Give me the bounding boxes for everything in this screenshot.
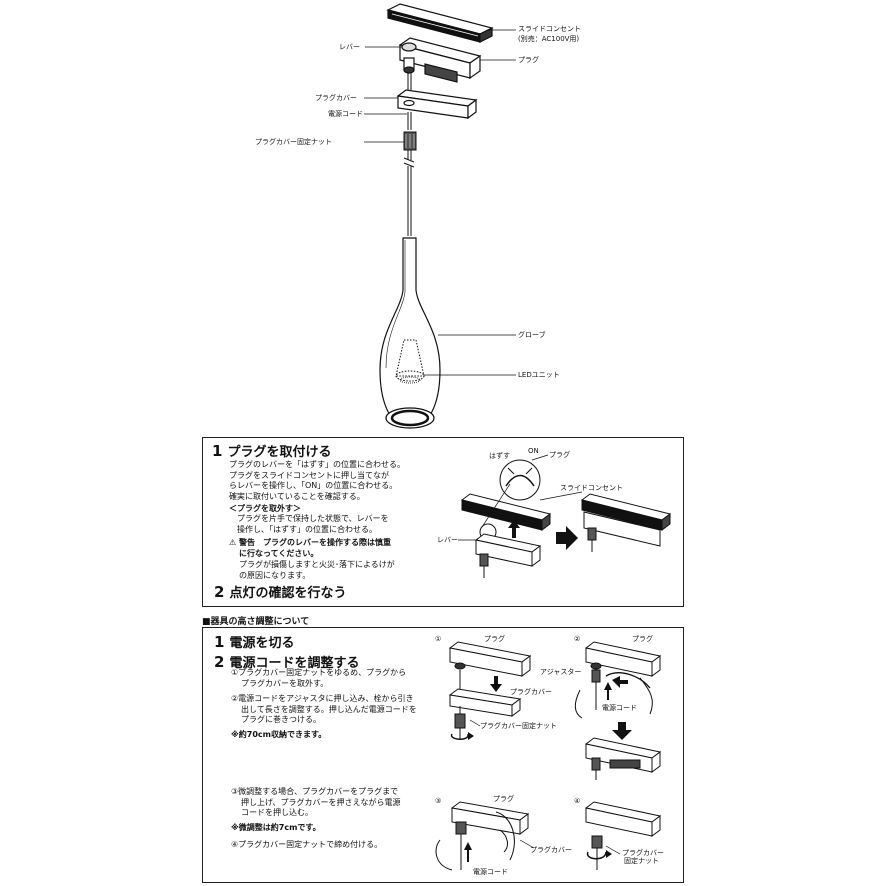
fig1-label-plug: プラグ [484,635,505,643]
fig-num-4: ④ [574,797,581,805]
step1-heading: 1 プラグを取付ける [212,442,332,460]
label-power-cord: 電源コード [328,110,363,118]
fig-num-1: ① [435,635,442,643]
fig-label-hazusu: はずす [489,452,510,460]
label-plug: プラグ [518,56,539,64]
remove-title: ＜プラグを取外す＞ [229,504,301,513]
plug-shape [398,37,482,83]
fig4-label-nut-1: プラグカバー [622,849,664,857]
step1-text: プラグのレバーを「はずす」の位置に合わせる。 プラグをスライドコンセントに押し当… [229,460,405,501]
warning-detail: プラグが損傷しますと火災･落下によるけが の原因になります。 [239,560,395,580]
label-lever: レバー [339,43,360,51]
pendant-exploded-diagram [364,3,516,429]
globe-shape [379,237,441,429]
fig3-label-plug: プラグ [493,795,514,803]
s2-item1: ①プラグカバー固定ナットをゆるめ、プラグから プラグカバーを取外す。 [231,668,407,688]
s2-step1-heading: 1 電源を切る [214,633,295,651]
label-plug-cover: プラグカバー [315,94,357,102]
label-slide-outlet-note: (別売：AC100V用) [518,35,580,43]
fig-label-plug: プラグ [549,451,570,459]
fig-label-lever: レバー [437,536,458,544]
label-plug-cover-nut: プラグカバー固定ナット [255,138,332,146]
step2-heading: 2 点灯の確認を行なう [214,583,347,601]
s2-note1: ※約70cm収納できます。 [231,730,327,739]
fig-num-2: ② [574,635,581,643]
s2-note2: ※微調整は約7cmです。 [231,823,321,832]
fig3-label-plug-cover: プラグカバー [530,846,572,854]
fig-label-slide-outlet: スライドコンセント [560,484,623,492]
fig1-label-plug-cover: プラグカバー [510,688,552,696]
fig2-label-power-cord: 電源コード [602,704,637,712]
plug-cover-nut-shape [403,131,417,151]
warning-text: ⚠ 警告 プラグのレバーを操作する際は慎重 に行なってください。 [229,538,391,558]
fig1-label-nut: プラグカバー固定ナット [480,722,557,730]
height-adjust-heading: ■器具の高さ調整について [202,617,310,627]
label-globe: グローブ [518,331,546,339]
height-adjust-box [202,627,684,883]
fig-num-3: ③ [435,797,442,805]
remove-text: プラグを片手で保持した状態で、レバーを 操作し、「はずす」の位置に合わせる。 [237,514,389,534]
led-unit-shape [395,339,425,384]
s2-item3: ③微調整する場合、プラグカバーをプラグまで 押し上げ、プラグカバーを押さえながら… [231,787,401,817]
fig-label-on: ON [528,447,539,455]
label-led-unit: LEDユニット [518,371,560,379]
fig2-label-adjuster: アジャスター [540,668,582,676]
s2-item4: ④プラグカバー固定ナットで締め付ける。 [231,840,383,849]
fig4-label-nut-2: 固定ナット [624,857,659,865]
s2-item2: ②電源コードをアジャスタに押し込み、栓から引き 出して長さを調整する。押し込んだ… [231,694,417,724]
fig2-label-plug: プラグ [632,635,653,643]
plug-cover-shape [396,89,478,120]
plug-install-box [202,437,684,607]
label-slide-outlet: スライドコンセント [518,25,581,33]
fig3-label-power-cord: 電源コード [473,868,508,876]
s2-step2-heading: 2 電源コードを調整する [214,653,360,671]
